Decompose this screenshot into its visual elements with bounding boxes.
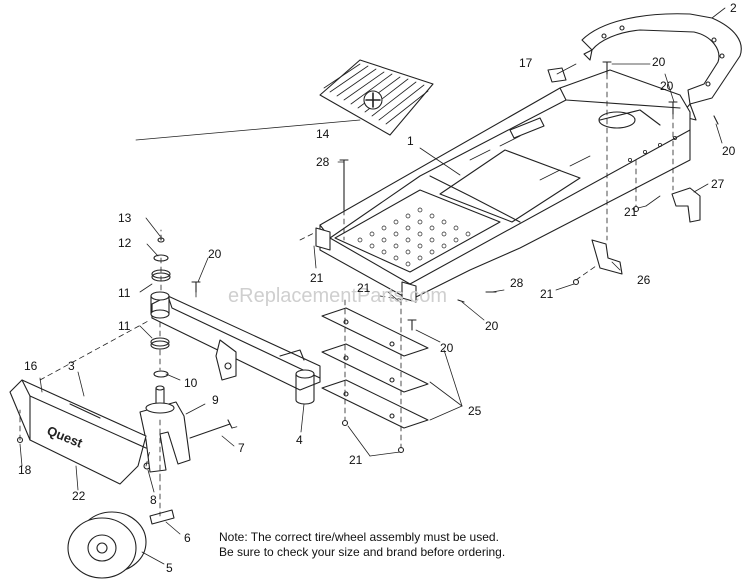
callout-28-a: 28 — [316, 155, 330, 169]
plates-25-part — [321, 307, 429, 429]
callout-4: 4 — [296, 433, 303, 447]
callout-27: 27 — [711, 177, 725, 191]
callout-21-b: 21 — [310, 271, 324, 285]
callout-20-a: 20 — [652, 55, 666, 69]
note-line-1: Note: The correct tire/wheel assembly mu… — [219, 530, 499, 544]
callout-11-bottom: 11 — [118, 319, 131, 333]
callout-21-d: 21 — [540, 287, 554, 301]
callout-20-f: 20 — [440, 341, 454, 355]
callout-12: 12 — [118, 236, 132, 250]
callout-14: 14 — [316, 127, 330, 141]
callout-17: 17 — [519, 56, 533, 70]
callout-20-e: 20 — [485, 319, 499, 333]
front-shield-part — [9, 379, 147, 485]
callout-1: 1 — [407, 134, 414, 148]
callout-28-b: 28 — [510, 276, 524, 290]
front-axle-part — [151, 295, 321, 391]
callout-9: 9 — [212, 393, 219, 407]
ordering-note: Note: The correct tire/wheel assembly mu… — [219, 530, 505, 560]
callout-21-c: 21 — [357, 281, 371, 295]
bracket-17-part — [547, 67, 567, 83]
tire-wheel-part — [67, 511, 147, 579]
callout-7: 7 — [238, 441, 245, 455]
spacer-tube-part — [295, 369, 315, 405]
bracket-26-part — [591, 239, 623, 275]
callout-10: 10 — [184, 376, 198, 390]
pivot-tube-part — [150, 291, 170, 319]
watermark: eReplacementParts.com — [228, 285, 447, 307]
callout-20-d: 20 — [208, 247, 222, 261]
callout-16: 16 — [24, 359, 38, 373]
callout-11-top: 11 — [118, 286, 131, 300]
callout-20-c: 20 — [722, 144, 736, 158]
callout-labels: 1 2 3 4 5 6 7 8 9 10 11 11 12 13 14 16 1… — [18, 1, 737, 575]
floor-mat-part — [319, 59, 434, 136]
callout-22: 22 — [72, 489, 86, 503]
callout-3: 3 — [68, 359, 75, 373]
callout-5: 5 — [166, 561, 173, 575]
callout-26: 26 — [637, 273, 651, 287]
note-line-2: Be sure to check your size and brand bef… — [219, 545, 506, 559]
callout-6: 6 — [184, 531, 191, 545]
callout-25: 25 — [468, 404, 482, 418]
bracket-27-part — [671, 187, 701, 223]
callout-18: 18 — [18, 463, 32, 477]
caster-fork-part — [139, 401, 191, 473]
callout-8: 8 — [150, 493, 157, 507]
callout-20-b: 20 — [660, 79, 674, 93]
callout-13: 13 — [118, 211, 132, 225]
callout-21-e: 21 — [349, 453, 363, 467]
callout-2: 2 — [730, 1, 737, 15]
main-frame-part — [315, 69, 691, 303]
callout-21-a: 21 — [624, 205, 638, 219]
